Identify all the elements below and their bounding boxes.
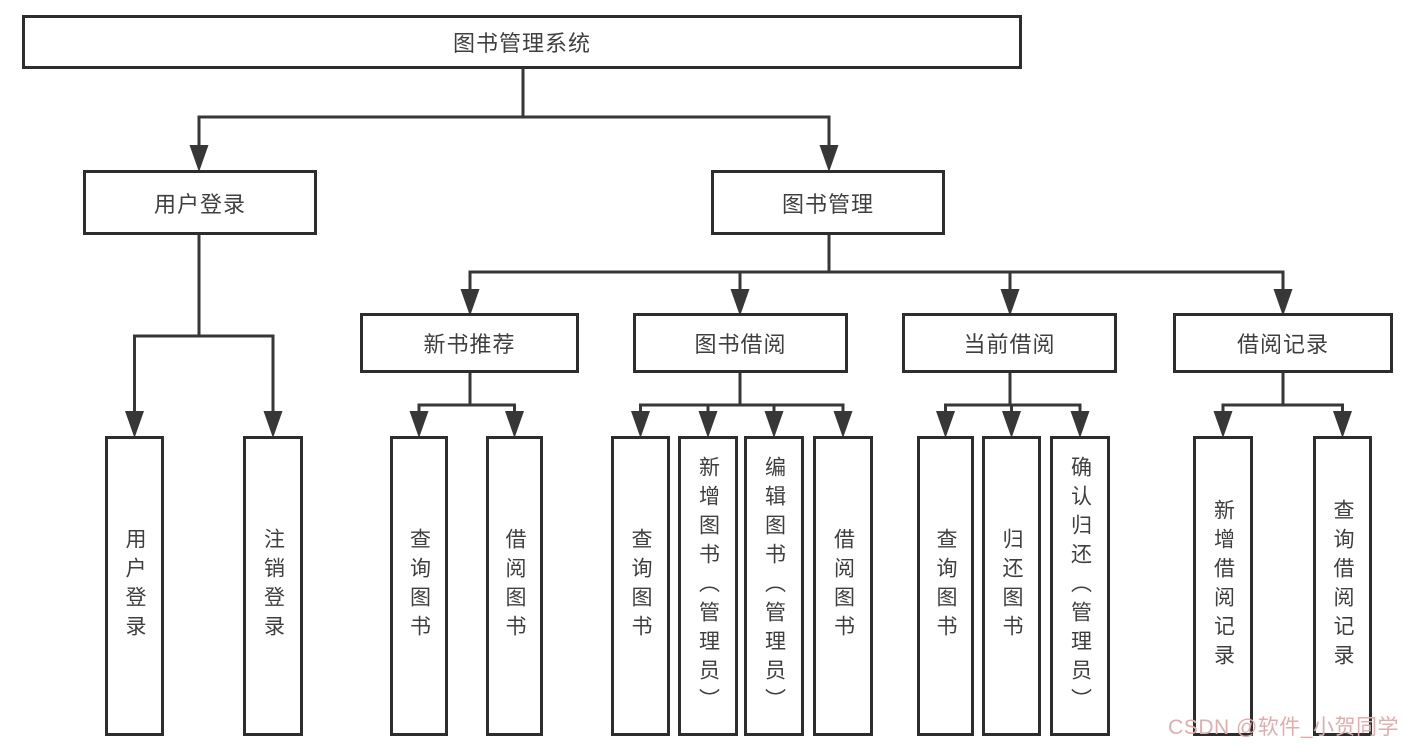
node-book-management-label: 图书管理 <box>781 191 874 217</box>
arrow-down-icon <box>263 411 283 438</box>
leaf-logout: 注销登录 <box>243 436 303 736</box>
arrow-down-icon <box>125 411 144 438</box>
node-new-book-recommend: 新书推荐 <box>360 313 579 373</box>
arrow-down-icon <box>1333 411 1352 438</box>
leaf-add-book-admin-label: 新增图书（管理员） <box>696 455 720 717</box>
connector-current-borrow-split <box>944 403 1082 414</box>
leaf-query-borrow-record: 查询借阅记录 <box>1313 436 1372 736</box>
leaf-add-book-admin: 新增图书（管理员） <box>678 436 738 736</box>
leaf-query-books-recommend-label: 查询图书 <box>407 528 431 644</box>
arrow-down-icon <box>698 411 718 438</box>
leaf-query-books-borrow-label: 查询图书 <box>629 528 652 644</box>
connector-root-split <box>197 115 831 148</box>
arrow-down-icon <box>1070 411 1090 438</box>
arrow-down-icon <box>409 411 429 438</box>
arrow-down-icon <box>936 411 955 438</box>
leaf-edit-book-admin-label: 编辑图书（管理员） <box>762 455 786 717</box>
leaf-logout-label: 注销登录 <box>261 528 285 644</box>
leaf-return-book-label: 归还图书 <box>1000 528 1023 644</box>
leaf-return-book: 归还图书 <box>982 436 1041 736</box>
leaf-confirm-return-admin: 确认归还（管理员） <box>1050 436 1110 736</box>
leaf-query-books-borrow: 查询图书 <box>611 436 670 736</box>
arrow-down-icon <box>505 411 524 438</box>
arrow-down-icon <box>730 289 750 316</box>
arrow-down-icon <box>819 145 839 172</box>
leaf-user-login-label: 用户登录 <box>123 528 146 644</box>
connector-borrow-records-split <box>1221 403 1344 414</box>
node-user-login-label: 用户登录 <box>153 191 246 217</box>
connector-book-borrow-split <box>639 403 845 414</box>
node-root: 图书管理系统 <box>22 15 1022 69</box>
arrow-down-icon <box>1002 411 1021 438</box>
arrow-down-icon <box>833 411 853 438</box>
arrow-down-icon <box>189 145 209 172</box>
connector-new-book-split <box>417 403 516 414</box>
arrow-down-icon <box>1273 289 1293 316</box>
leaf-query-borrow-record-label: 查询借阅记录 <box>1331 499 1354 673</box>
node-current-borrow-label: 当前借阅 <box>963 332 1056 357</box>
connector-book-mgmt-split <box>468 270 1285 291</box>
arrow-down-icon <box>764 411 784 438</box>
node-current-borrow: 当前借阅 <box>902 313 1117 373</box>
node-book-borrow: 图书借阅 <box>633 313 848 373</box>
leaf-add-borrow-record: 新增借阅记录 <box>1193 436 1253 736</box>
leaf-query-books-current: 查询图书 <box>917 436 974 736</box>
node-user-login: 用户登录 <box>83 170 317 235</box>
node-book-borrow-label: 图书借阅 <box>694 332 787 357</box>
arrow-down-icon <box>1213 411 1233 438</box>
leaf-edit-book-admin: 编辑图书（管理员） <box>744 436 804 736</box>
leaf-borrow-books-recommend: 借阅图书 <box>486 436 543 736</box>
node-root-label: 图书管理系统 <box>452 31 591 56</box>
node-new-book-recommend-label: 新书推荐 <box>423 332 516 357</box>
leaf-user-login: 用户登录 <box>105 436 164 736</box>
node-borrow-records: 借阅记录 <box>1173 313 1393 373</box>
leaf-add-borrow-record-label: 新增借阅记录 <box>1211 499 1235 673</box>
connector-user-login-split <box>133 334 275 414</box>
arrow-down-icon <box>631 411 650 438</box>
node-borrow-records-label: 借阅记录 <box>1236 332 1329 357</box>
leaf-confirm-return-admin-label: 确认归还（管理员） <box>1068 455 1092 717</box>
leaf-query-books-recommend: 查询图书 <box>390 436 448 736</box>
leaf-borrow-books-borrow: 借阅图书 <box>813 436 873 736</box>
arrow-down-icon <box>1000 289 1020 316</box>
leaf-query-books-current-label: 查询图书 <box>934 528 957 644</box>
node-book-management: 图书管理 <box>711 170 945 235</box>
leaf-borrow-books-recommend-label: 借阅图书 <box>503 528 526 644</box>
arrow-down-icon <box>460 289 480 316</box>
leaf-borrow-books-borrow-label: 借阅图书 <box>831 528 855 644</box>
